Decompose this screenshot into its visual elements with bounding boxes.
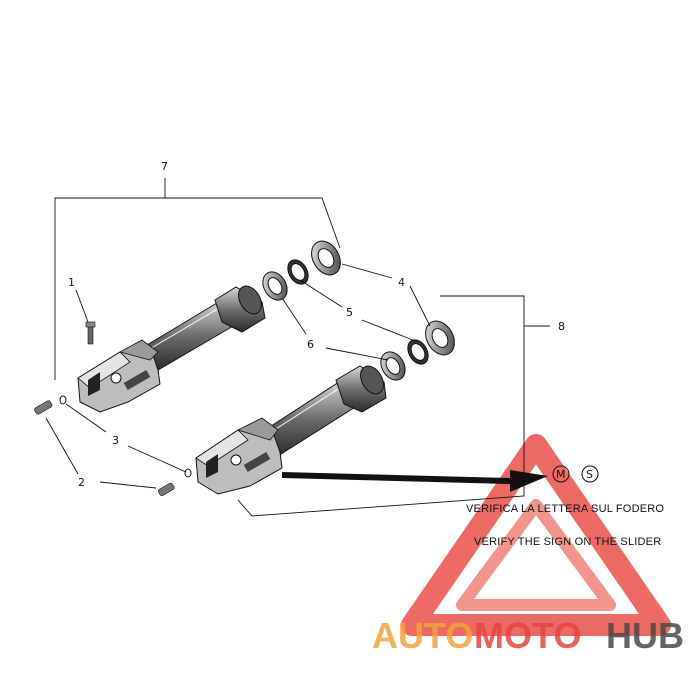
screw-parts [34, 321, 192, 497]
lower-seal-set [380, 320, 455, 381]
watermark-moto: MOTO [474, 615, 581, 656]
leader-lines [45, 178, 550, 517]
screw-2b [158, 482, 175, 497]
watermark-logo [401, 434, 671, 636]
lower-fork-leg [195, 365, 387, 495]
mark-s-circle [581, 465, 599, 483]
mark-m: M [556, 468, 566, 481]
watermark-triangle-inner [456, 499, 616, 611]
callout-4: 4 [398, 276, 405, 289]
watermark-hub: HUB [606, 615, 684, 656]
callout-8: 8 [558, 320, 565, 333]
mark-m-circle [552, 465, 570, 483]
screw-1 [87, 325, 94, 345]
oring-3a [59, 395, 67, 405]
slider-sign-marks: M S [552, 465, 599, 483]
callout-5: 5 [346, 306, 353, 319]
callout-6: 6 [307, 338, 314, 351]
callout-1: 1 [68, 276, 75, 289]
watermark-triangle-outer [401, 434, 671, 636]
note-italian: VERIFICA LA LETTERA SUL FODERO [466, 503, 664, 515]
upper-fork-leg [77, 285, 266, 413]
callout-7: 7 [161, 160, 168, 173]
callout-2: 2 [78, 476, 85, 489]
oring-3b [184, 468, 192, 478]
upper-seal-set [262, 240, 341, 301]
note-english: VERIFY THE SIGN ON THE SLIDER [474, 536, 661, 548]
mark-s: S [586, 468, 593, 481]
watermark-text: AUTO MOTO HUB [372, 615, 684, 656]
screw-2a [34, 400, 53, 415]
callout-3: 3 [112, 434, 119, 447]
sign-arrow [282, 470, 548, 492]
watermark-auto: AUTO [372, 615, 473, 656]
